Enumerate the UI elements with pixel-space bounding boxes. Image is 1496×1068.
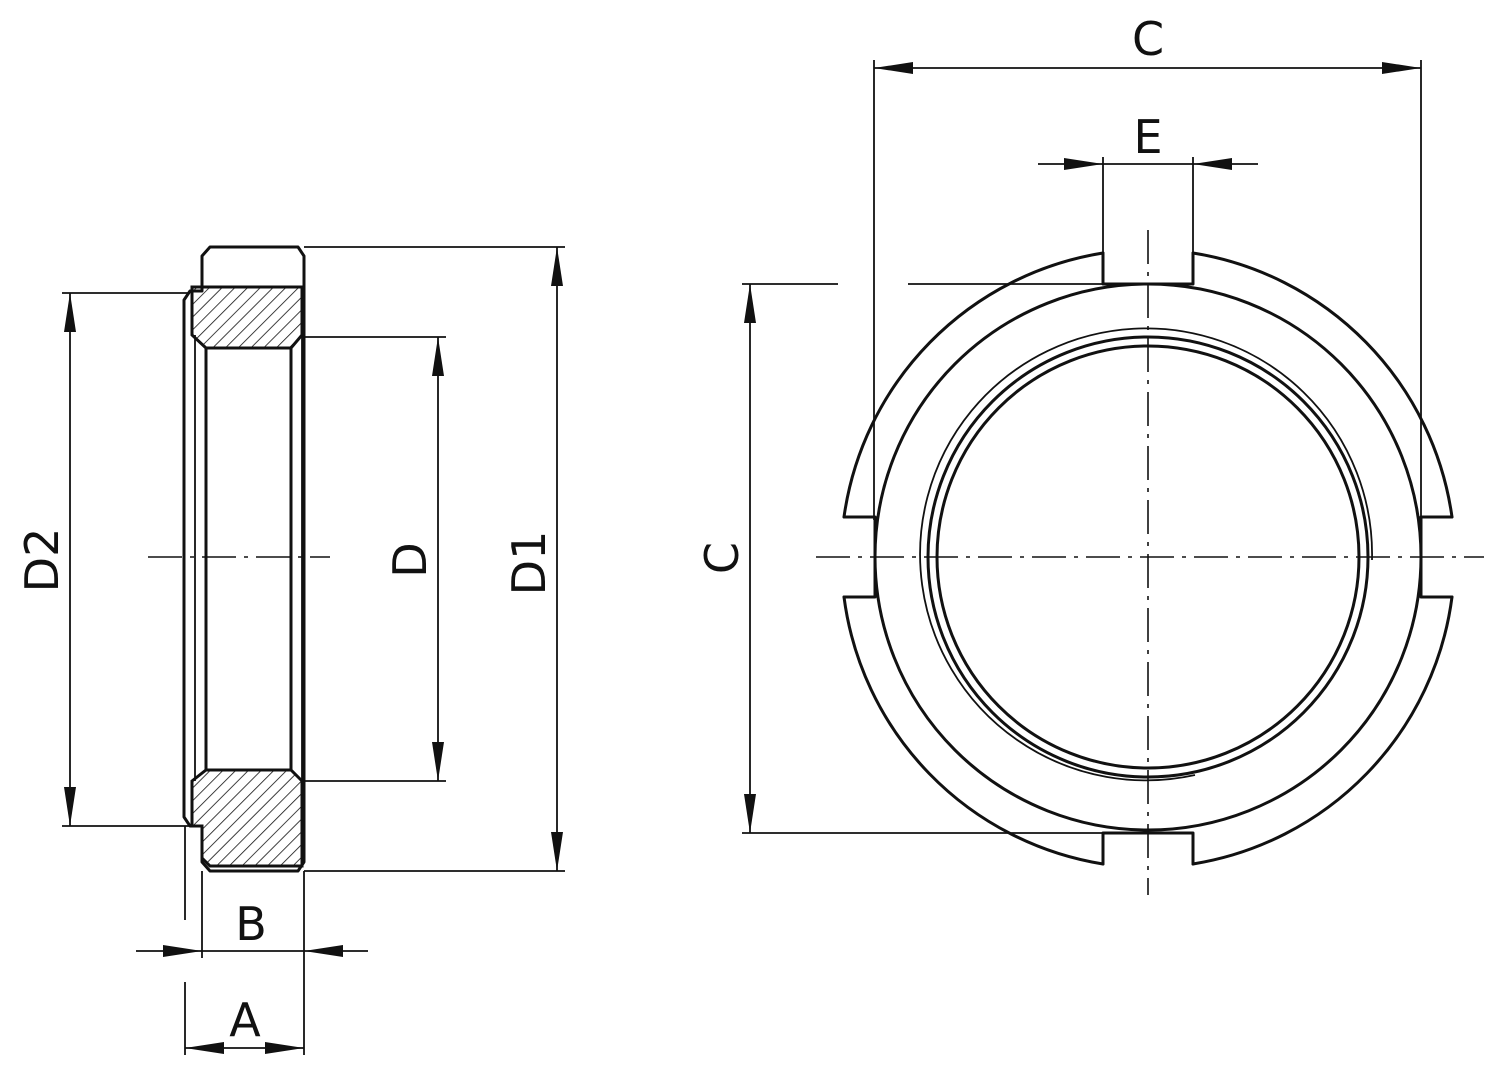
outer-ring-arc-bottom-right bbox=[1191, 595, 1454, 866]
c-top-label: C bbox=[1132, 12, 1164, 66]
b-arrow-right bbox=[304, 945, 343, 957]
e-arrow-right bbox=[1193, 158, 1232, 170]
d-arrow-top bbox=[432, 337, 444, 376]
a-arrow-right bbox=[265, 1042, 304, 1054]
hatched-section-bottom bbox=[190, 768, 304, 868]
d1-label: D1 bbox=[502, 531, 556, 596]
d1-arrow-top bbox=[551, 247, 563, 286]
b-label: B bbox=[235, 897, 267, 951]
thread-arc bbox=[919, 327, 1373, 782]
c-left-arrow-top bbox=[744, 284, 756, 323]
hatched-section-top bbox=[190, 285, 304, 350]
e-label: E bbox=[1133, 110, 1162, 164]
outer-ring-arc-top-left bbox=[842, 251, 1105, 519]
d2-label: D2 bbox=[15, 528, 69, 593]
d2-arrow-top bbox=[64, 293, 76, 332]
b-arrow-left bbox=[163, 945, 202, 957]
front-view: C E C bbox=[695, 12, 1484, 895]
d1-arrow-bottom bbox=[551, 832, 563, 871]
a-label: A bbox=[229, 993, 261, 1047]
c-top-arrow-right bbox=[1382, 62, 1421, 74]
d2-arrow-bottom bbox=[64, 787, 76, 826]
c-top-arrow-left bbox=[874, 62, 913, 74]
c-left-label: C bbox=[695, 542, 749, 574]
outer-ring-arc-bottom-left bbox=[842, 595, 1105, 866]
d-label: D bbox=[383, 542, 437, 577]
side-section-view: D2 D D1 B A bbox=[15, 245, 565, 1055]
a-arrow-left bbox=[185, 1042, 224, 1054]
e-arrow-left bbox=[1064, 158, 1103, 170]
d-arrow-bottom bbox=[432, 742, 444, 781]
c-left-arrow-bottom bbox=[744, 794, 756, 833]
outer-ring-arc-top-right bbox=[1191, 251, 1454, 519]
